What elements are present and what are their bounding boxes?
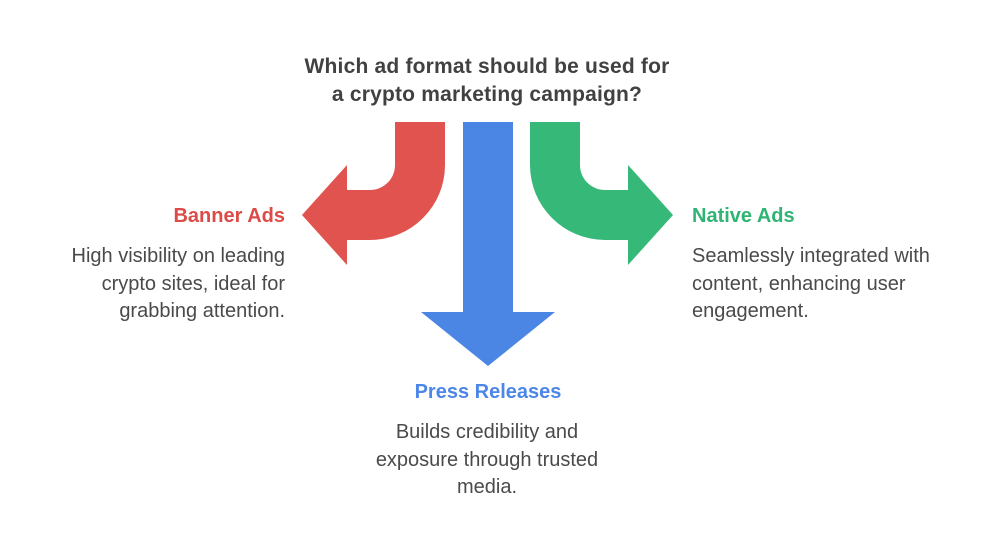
banner-ads-label: Banner Ads: [173, 205, 285, 227]
banner-ads-arrow-icon: [302, 122, 445, 265]
press-releases-description-line-3: media.: [456, 476, 518, 498]
native-ads-label: Native Ads: [692, 205, 795, 227]
native-ads-description-line-2: content, enhancing user: [692, 272, 906, 295]
press-releases-description-line-2: exposure through trusted: [375, 448, 599, 471]
page-title-line-2: a crypto marketing campaign?: [331, 83, 643, 106]
native-ads-arrow-icon: [530, 122, 673, 265]
press-releases-description: Builds credibility and exposure through …: [337, 419, 637, 502]
native-ads-description: Seamlessly integrated with content, enha…: [692, 243, 930, 326]
banner-ads-description-line-1: High visibility on leading: [71, 245, 285, 267]
page-title: Which ad format should be used for a cry…: [237, 53, 737, 109]
page-title-line-1: Which ad format should be used for: [304, 55, 670, 78]
banner-ads-description-line-3: grabbing attention.: [119, 300, 285, 322]
banner-ads-description: High visibility on leading crypto sites,…: [72, 243, 285, 326]
native-ads-description-line-1: Seamlessly integrated with: [692, 245, 930, 267]
press-releases-label: Press Releases: [414, 381, 562, 403]
banner-ads-description-line-2: crypto sites, ideal for: [101, 272, 285, 295]
press-releases-description-line-1: Builds credibility and: [395, 421, 579, 443]
press-releases-arrow-icon: [421, 122, 555, 366]
native-ads-description-line-3: engagement.: [692, 300, 809, 322]
